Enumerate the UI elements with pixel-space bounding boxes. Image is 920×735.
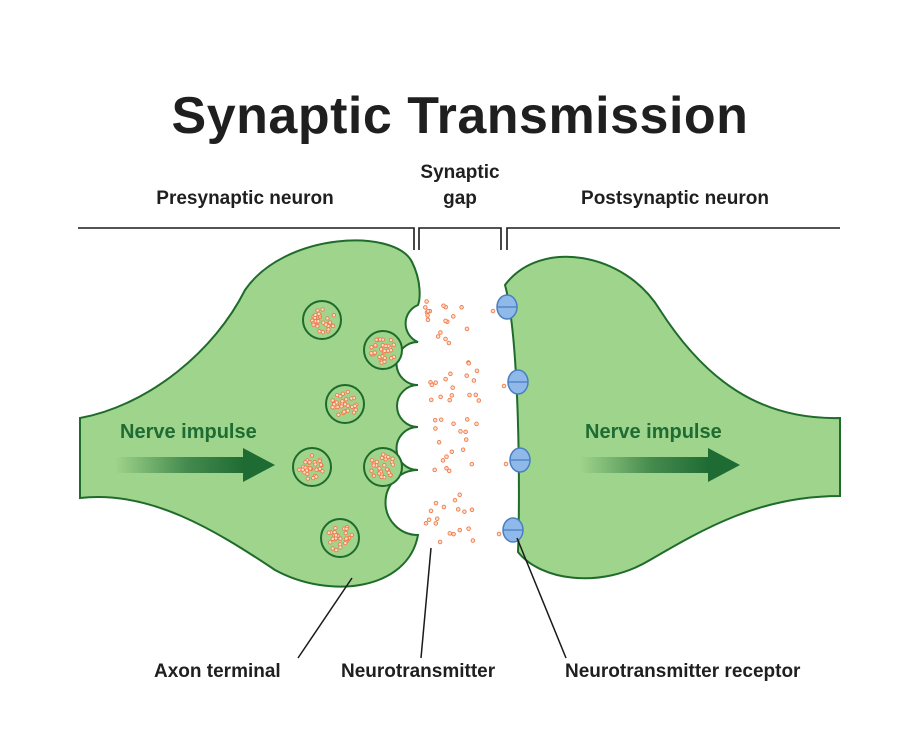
vesicle xyxy=(320,518,360,558)
receptor-icon xyxy=(503,447,531,473)
neurotransmitter-cluster xyxy=(428,360,482,403)
released-neurotransmitters xyxy=(423,299,482,545)
receptor-icon xyxy=(490,294,518,320)
presynaptic-neuron xyxy=(79,239,421,588)
vesicle xyxy=(302,300,342,340)
presynaptic-header: Presynaptic neuron xyxy=(156,188,334,209)
header-brackets xyxy=(78,227,840,250)
neurotransmitter-label: Neurotransmitter xyxy=(341,661,496,682)
neurotransmitter-pointer xyxy=(420,547,432,659)
postsynaptic-bracket xyxy=(506,227,840,250)
postsynaptic-neuron xyxy=(503,255,841,580)
leader-lines xyxy=(297,537,567,659)
vesicle xyxy=(363,447,403,487)
vesicle xyxy=(292,447,332,487)
presynaptic-bracket xyxy=(78,227,415,250)
receptor-icon xyxy=(501,369,529,395)
neurotransmitter-cluster xyxy=(423,299,470,346)
synaptic-vesicles xyxy=(292,300,403,558)
axon-terminal-label: Axon terminal xyxy=(154,661,281,682)
receptor-pointer xyxy=(516,537,567,659)
nerve-impulse-label-left: Nerve impulse xyxy=(120,421,257,443)
synaptic-gap-header: Synaptic gap xyxy=(395,160,525,212)
vesicle xyxy=(325,384,365,424)
postsynaptic-header: Postsynaptic neuron xyxy=(581,188,769,209)
gap-bracket xyxy=(418,227,502,250)
synaptic-gap-header-line2: gap xyxy=(443,188,477,209)
neurotransmitter-cluster xyxy=(432,417,479,474)
axon-terminal-pointer xyxy=(297,577,353,659)
neurotransmitter-receptors xyxy=(490,294,531,543)
page-title: Synaptic Transmission xyxy=(171,87,749,145)
nerve-impulse-arrow-left xyxy=(115,448,275,482)
neurotransmitter-receptor-label: Neurotransmitter receptor xyxy=(565,661,801,682)
synaptic-gap-header-line1: Synaptic xyxy=(420,162,500,183)
nerve-impulse-arrow-right xyxy=(580,448,740,482)
vesicle xyxy=(363,330,403,370)
nerve-impulse-label-right: Nerve impulse xyxy=(585,421,722,443)
neurotransmitter-cluster xyxy=(423,492,476,545)
receptor-icon xyxy=(496,517,524,543)
